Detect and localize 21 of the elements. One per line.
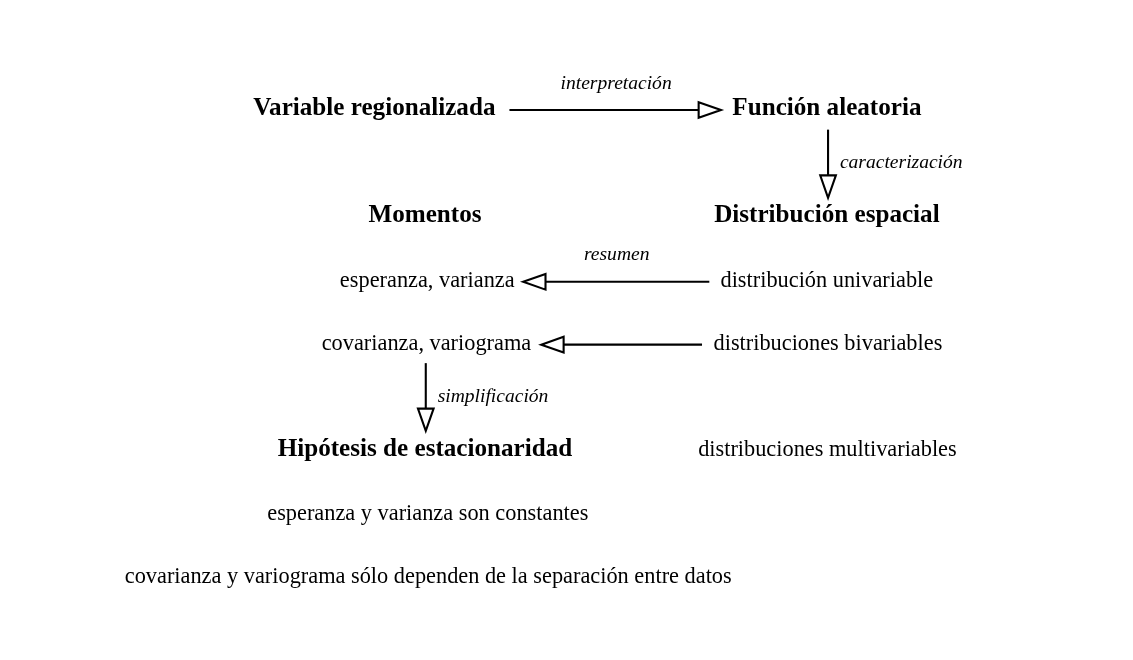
node-text: Variable regionalizada <box>253 92 496 120</box>
arrow <box>818 129 838 201</box>
node-text: covarianza y variograma sólo dependen de la separación entre datos <box>124 563 732 589</box>
node-text: Hipótesis de estacionaridad <box>277 433 573 461</box>
edge-label: interpretación <box>560 71 672 93</box>
arrow <box>520 272 710 292</box>
node-text: distribuciones bivariables <box>713 329 943 355</box>
node-text: distribución univariable <box>720 267 934 293</box>
arrow <box>538 335 702 354</box>
node-text: distribuciones multivariables <box>698 436 957 462</box>
edge-label: resumen <box>583 243 650 265</box>
node-text: covarianza, variograma <box>321 329 532 355</box>
node-text: Momentos <box>368 200 482 228</box>
node-text: esperanza, varianza <box>339 267 515 293</box>
edge-label: caracterización <box>839 151 963 173</box>
node-text: esperanza y varianza son constantes <box>267 500 589 526</box>
arrow <box>416 363 436 435</box>
node-text: Distribución espacial <box>714 200 940 228</box>
node-text: Función aleatoria <box>732 92 922 120</box>
edge-label: simplificación <box>437 384 549 406</box>
arrow <box>509 100 725 120</box>
